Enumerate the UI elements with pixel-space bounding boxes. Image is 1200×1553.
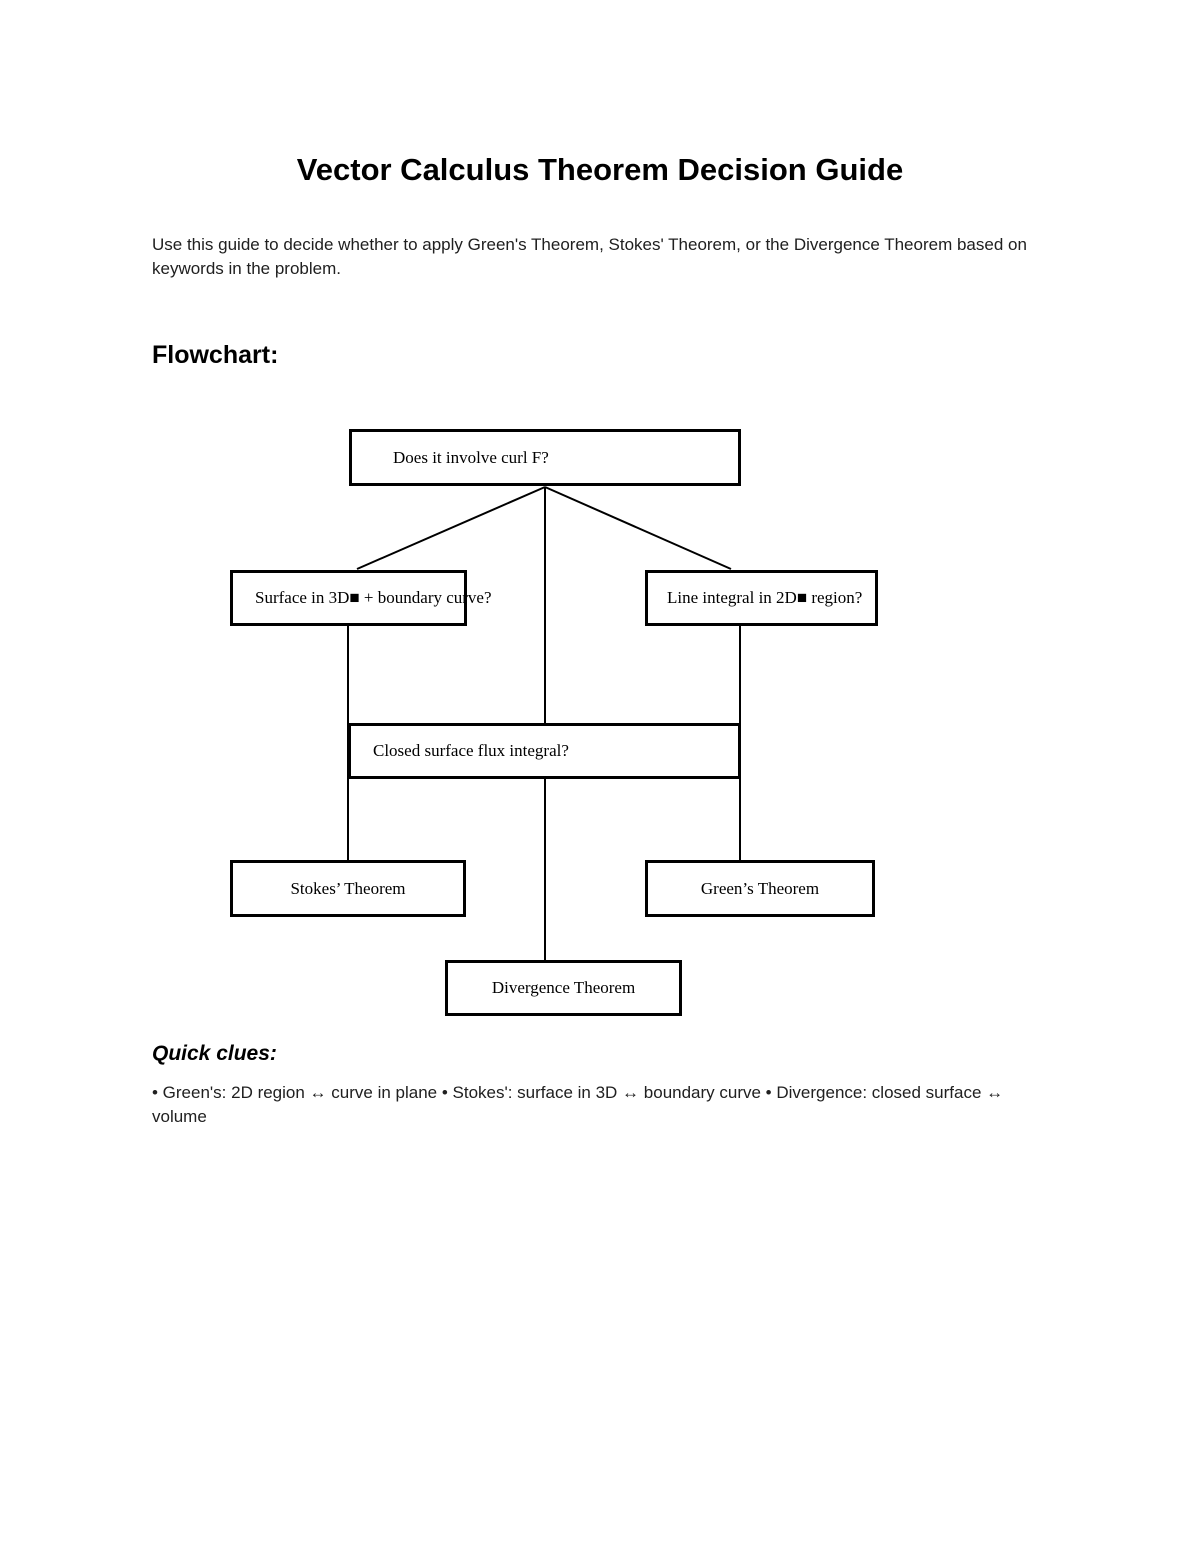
quick-clues-heading: Quick clues: — [152, 1042, 277, 1065]
node-label-curl: Does it involve curl F? — [393, 447, 549, 467]
flowchart-node-greens: Green’s Theorem — [645, 860, 875, 917]
flowchart-node-curl: Does it involve curl F? — [349, 429, 741, 486]
node-label-surface3d: Surface in 3D■ + boundary curve? — [255, 588, 492, 607]
intro-paragraph: Use this guide to decide whether to appl… — [152, 235, 1027, 279]
node-label-divergence: Divergence Theorem — [491, 978, 636, 997]
flowchart-node-divergence: Divergence Theorem — [445, 960, 682, 1016]
flowchart-node-flux: Closed surface flux integral? — [348, 723, 741, 779]
page-title: Vector Calculus Theorem Decision Guide — [296, 152, 904, 187]
quick-clues-text: • Green's: 2D region ↔ curve in plane • … — [152, 1083, 1004, 1127]
edge-curl-line2d — [544, 486, 732, 570]
flowchart-heading: Flowchart: — [152, 341, 279, 369]
flowchart-node-surface3d: Surface in 3D■ + boundary curve? — [230, 570, 492, 626]
node-label-line2d: Line integral in 2D■ region? — [667, 588, 863, 607]
flowchart-node-stokes: Stokes’ Theorem — [230, 860, 466, 917]
node-label-flux: Closed surface flux integral? — [373, 741, 569, 760]
edge-curl-surface3d — [356, 486, 546, 570]
node-label-greens: Green’s Theorem — [700, 878, 820, 898]
node-label-stokes: Stokes’ Theorem — [290, 878, 406, 898]
flowchart-node-line2d: Line integral in 2D■ region? — [645, 570, 878, 626]
